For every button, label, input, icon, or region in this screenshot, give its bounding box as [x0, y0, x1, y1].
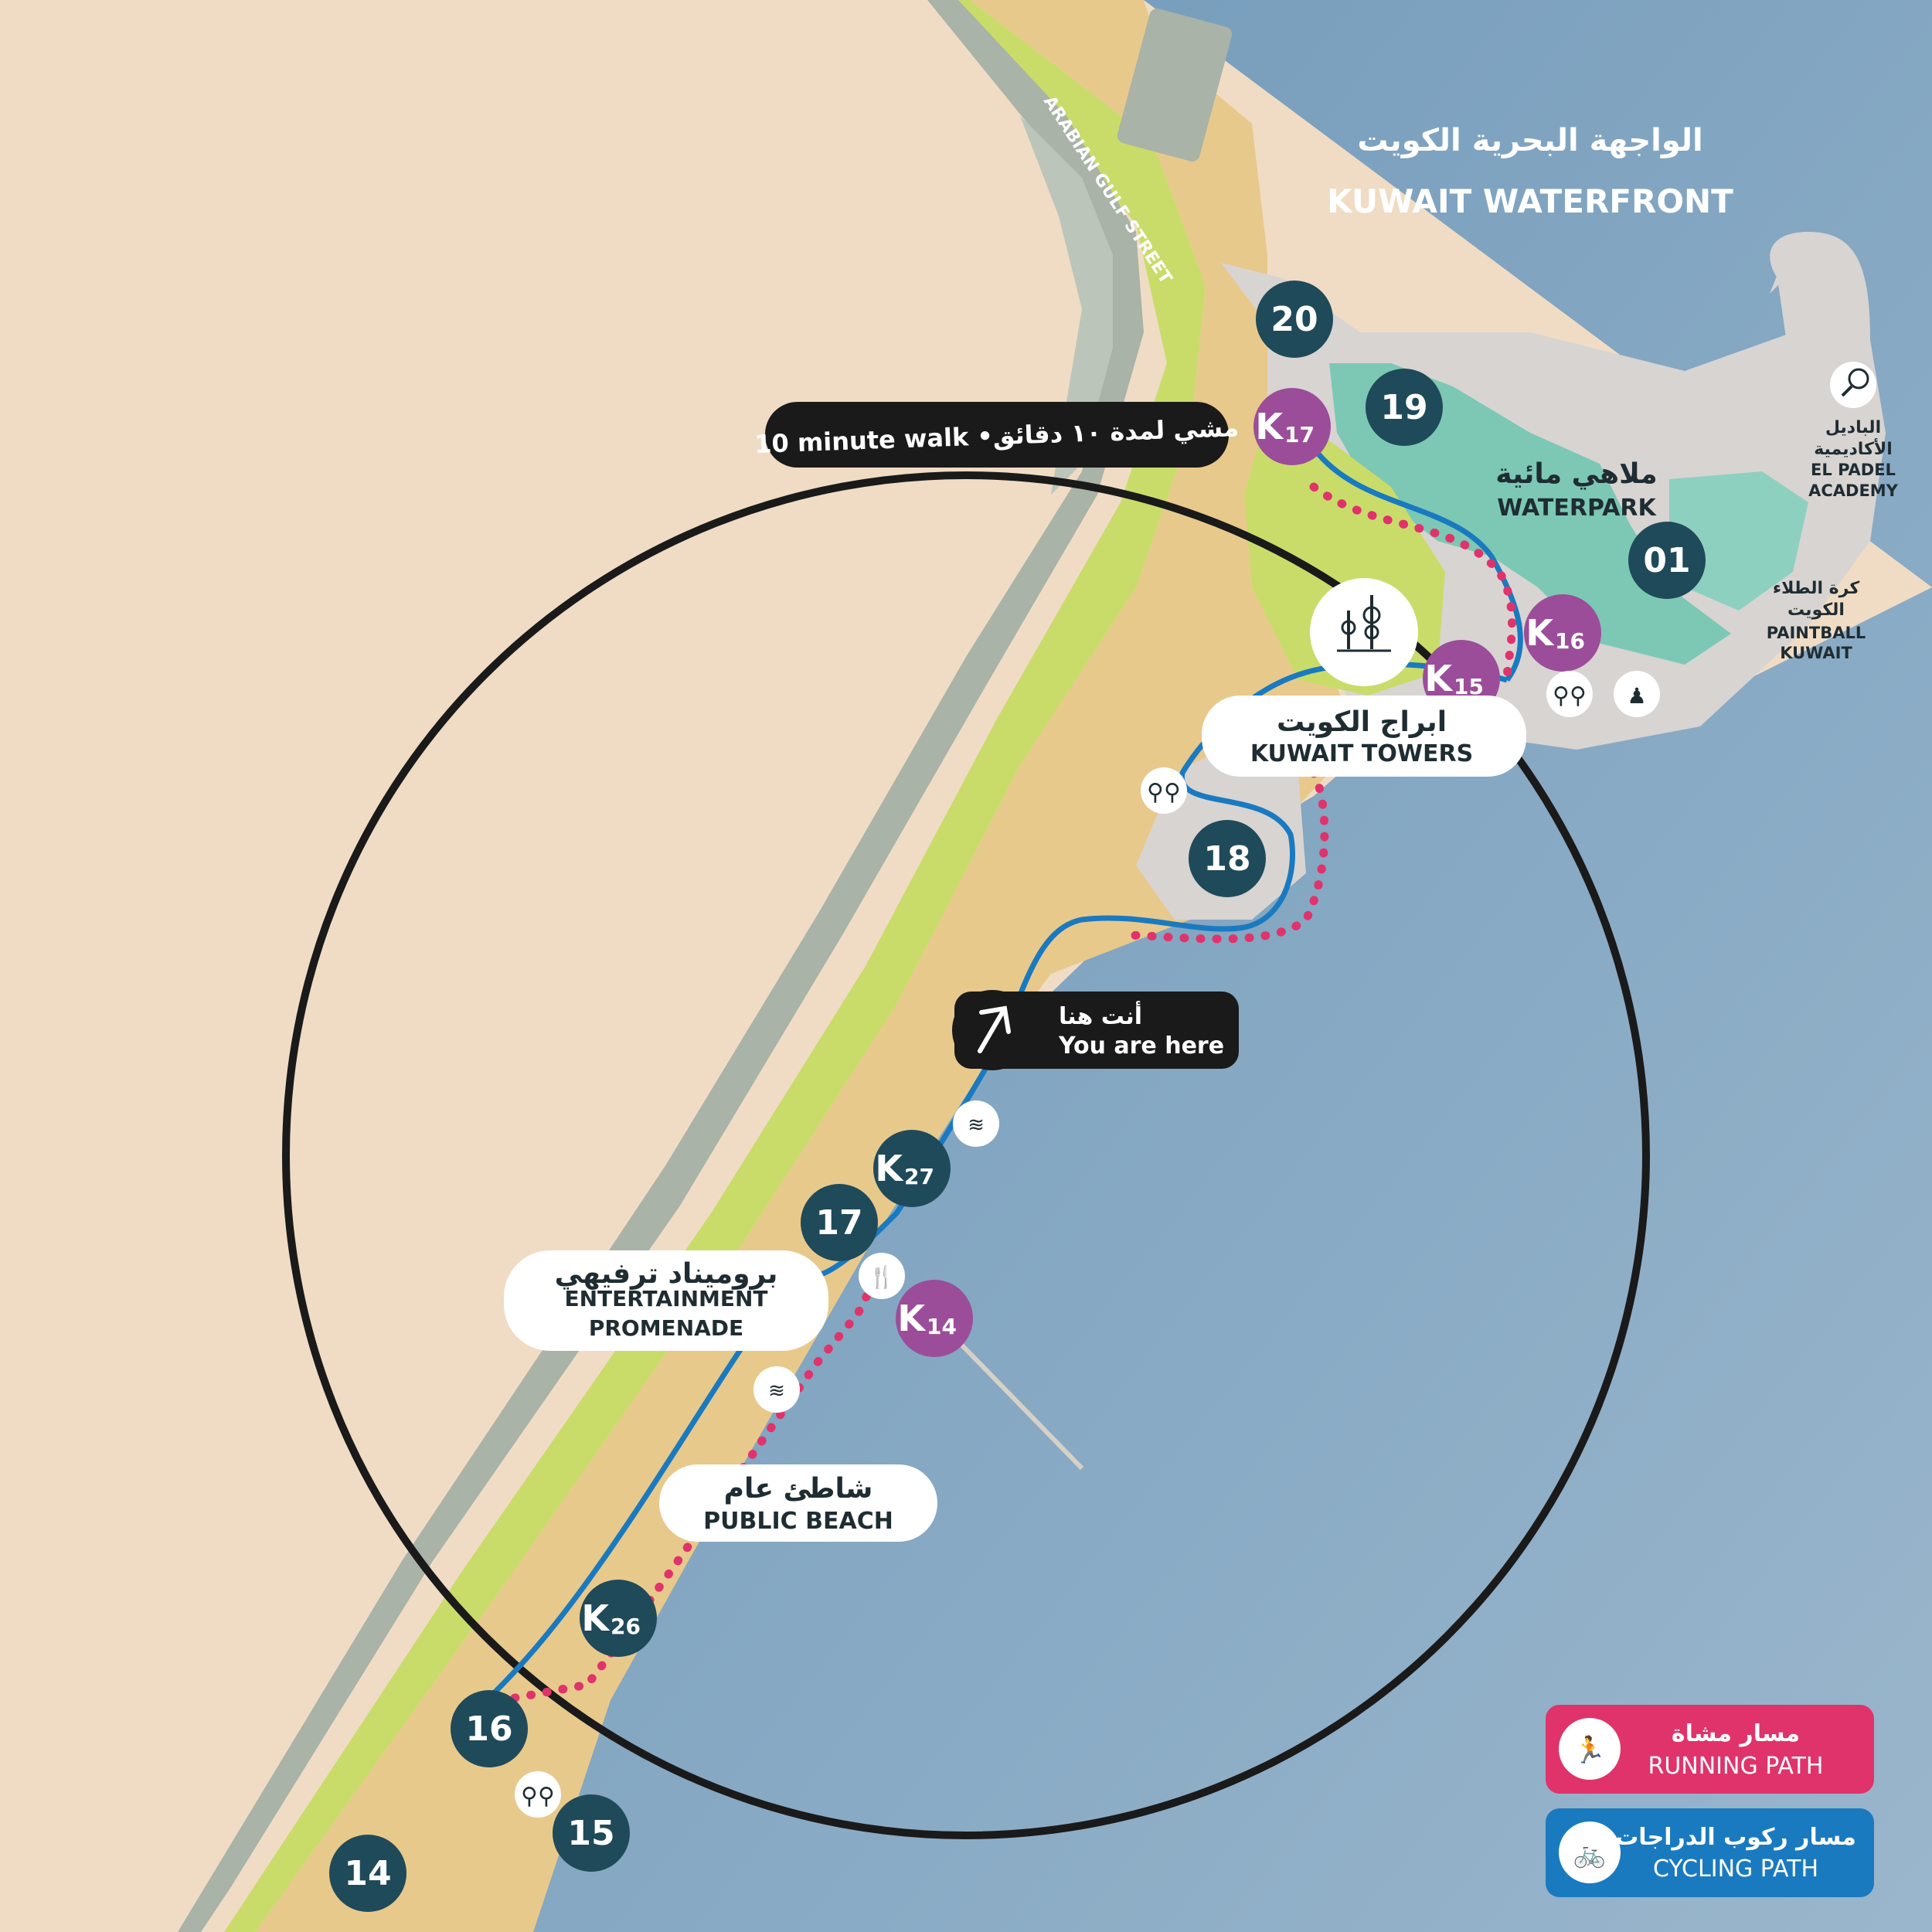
you-are-here-ar: أنت هنا	[1059, 1001, 1142, 1030]
marker-15[interactable]: 15	[553, 1794, 630, 1872]
svg-text:RUNNING PATH: RUNNING PATH	[1648, 1753, 1823, 1780]
svg-text:K: K	[1255, 406, 1284, 447]
padel-label-en2: ACADEMY	[1808, 481, 1899, 500]
running-icon: 🏃	[1573, 1735, 1606, 1766]
you-are-here-en: You are here	[1058, 1032, 1224, 1060]
restroom-icon: ⚲⚲	[515, 1771, 561, 1818]
svg-text:14: 14	[927, 1314, 957, 1339]
marker-19[interactable]: 19	[1366, 369, 1443, 446]
title-en: KUWAIT WATERFRONT	[1327, 182, 1733, 220]
svg-text:01: 01	[1643, 541, 1690, 580]
svg-text:CYCLING PATH: CYCLING PATH	[1653, 1855, 1818, 1883]
padel-label-ar1: البادیل	[1825, 418, 1881, 437]
k-marker-16[interactable]: K 16	[1524, 594, 1601, 672]
paintball-area	[1669, 471, 1808, 611]
towers-icon[interactable]	[1310, 578, 1418, 686]
svg-text:مسار ركوب الدراجات: مسار ركوب الدراجات	[1615, 1824, 1856, 1851]
title-ar: الواجهة البحرية الكويت	[1357, 123, 1702, 158]
waterpark-area	[1329, 363, 1731, 665]
paintball-label-en2: KUWAIT	[1780, 644, 1852, 662]
marker-17[interactable]: 17	[801, 1184, 878, 1261]
marker-16[interactable]: 16	[451, 1690, 528, 1767]
svg-text:K: K	[897, 1298, 927, 1339]
legend-cycling-path: 🚲 مسار ركوب الدراجات CYCLING PATH	[1546, 1808, 1874, 1897]
arrow-icon	[978, 1005, 1011, 1053]
marker-20[interactable]: 20	[1256, 281, 1333, 358]
sea	[402, 0, 1932, 1932]
svg-text:27: 27	[904, 1164, 934, 1189]
svg-text:26: 26	[611, 1614, 641, 1639]
waves-icon: ≋	[953, 1100, 999, 1147]
pier	[1117, 9, 1233, 162]
towers-label-pill	[1202, 696, 1526, 777]
svg-text:19: 19	[1380, 388, 1427, 427]
svg-text:15: 15	[1454, 674, 1484, 699]
svg-text:14: 14	[344, 1854, 391, 1893]
towers-label-en: KUWAIT TOWERS	[1250, 740, 1473, 767]
beach-label-ar: شاطئ عام	[724, 1473, 873, 1505]
promenade-label-en2: PROMENADE	[589, 1315, 743, 1341]
svg-text:K: K	[581, 1597, 611, 1639]
restaurant-icon: 🍴	[859, 1253, 905, 1299]
walk-ring-label-pill	[765, 402, 1229, 468]
beach-label-pill	[659, 1464, 937, 1542]
svg-text:15: 15	[567, 1814, 614, 1853]
svg-text:17: 17	[1284, 422, 1315, 447]
svg-text:K: K	[875, 1148, 904, 1189]
road-inner	[1020, 116, 1113, 495]
promenade-label-ar: بروميناد ترفيهي	[555, 1258, 778, 1290]
legend-running-path: 🏃 مسار مشاة RUNNING PATH	[1546, 1705, 1874, 1794]
paintball-label-ar1: كرة الطلاء	[1773, 579, 1860, 598]
marker-14[interactable]: 14	[329, 1835, 406, 1912]
waterpark-label-ar: ملاهي مائية	[1495, 458, 1657, 490]
svg-text:K: K	[1526, 612, 1555, 654]
padel-label-ar2: الأكاديمية	[1814, 437, 1893, 459]
waves-icon: ≋	[753, 1366, 800, 1413]
k-marker-26[interactable]: K 26	[580, 1580, 657, 1657]
restroom-icon: ⚲⚲	[1141, 767, 1187, 814]
padel-icon	[1830, 362, 1876, 408]
restroom-icon: ⚲⚲	[1546, 671, 1593, 717]
bicycle-icon: 🚲	[1573, 1838, 1606, 1869]
k-marker-14[interactable]: K 14	[896, 1280, 973, 1357]
svg-text:⚲⚲: ⚲⚲	[1553, 682, 1587, 709]
svg-text:17: 17	[815, 1203, 862, 1243]
paintball-label-ar2: الكويت	[1787, 600, 1845, 620]
svg-text:16: 16	[465, 1709, 512, 1749]
svg-text:≋: ≋	[968, 1114, 985, 1137]
k-marker-27[interactable]: K 27	[873, 1130, 951, 1207]
paintball-label-en1: PAINTBALL	[1767, 624, 1866, 642]
towers-label-ar: ابراج الكويت	[1277, 706, 1447, 738]
svg-text:⚲⚲: ⚲⚲	[521, 1783, 555, 1810]
svg-text:≋: ≋	[768, 1379, 785, 1403]
svg-text:🍴: 🍴	[869, 1264, 896, 1290]
svg-text:16: 16	[1555, 628, 1585, 654]
promenade-label-pill	[504, 1250, 828, 1351]
promenade-label-en1: ENTERTAINMENT	[564, 1286, 767, 1311]
padel-island	[1770, 232, 1870, 386]
walk-radius-ring	[282, 471, 1650, 1839]
waterpark-label-en: WATERPARK	[1497, 495, 1657, 522]
k-marker-17[interactable]: K 17	[1253, 388, 1331, 465]
svg-text:20: 20	[1270, 300, 1318, 339]
beach	[255, 0, 1352, 1932]
marker-01[interactable]: 01	[1628, 522, 1706, 599]
paintball-icon: ♟	[1614, 671, 1660, 717]
svg-text:مسار مشاة: مسار مشاة	[1672, 1720, 1800, 1747]
padel-label-en1: EL PADEL	[1811, 461, 1896, 479]
marker-18[interactable]: 18	[1189, 820, 1266, 897]
svg-text:⚲⚲: ⚲⚲	[1147, 779, 1181, 806]
svg-text:18: 18	[1203, 839, 1250, 879]
jetty	[937, 1319, 1084, 1471]
svg-text:♟: ♟	[1627, 683, 1646, 709]
svg-text:K: K	[1424, 658, 1454, 699]
beach-label-en: PUBLIC BEACH	[703, 1508, 893, 1535]
